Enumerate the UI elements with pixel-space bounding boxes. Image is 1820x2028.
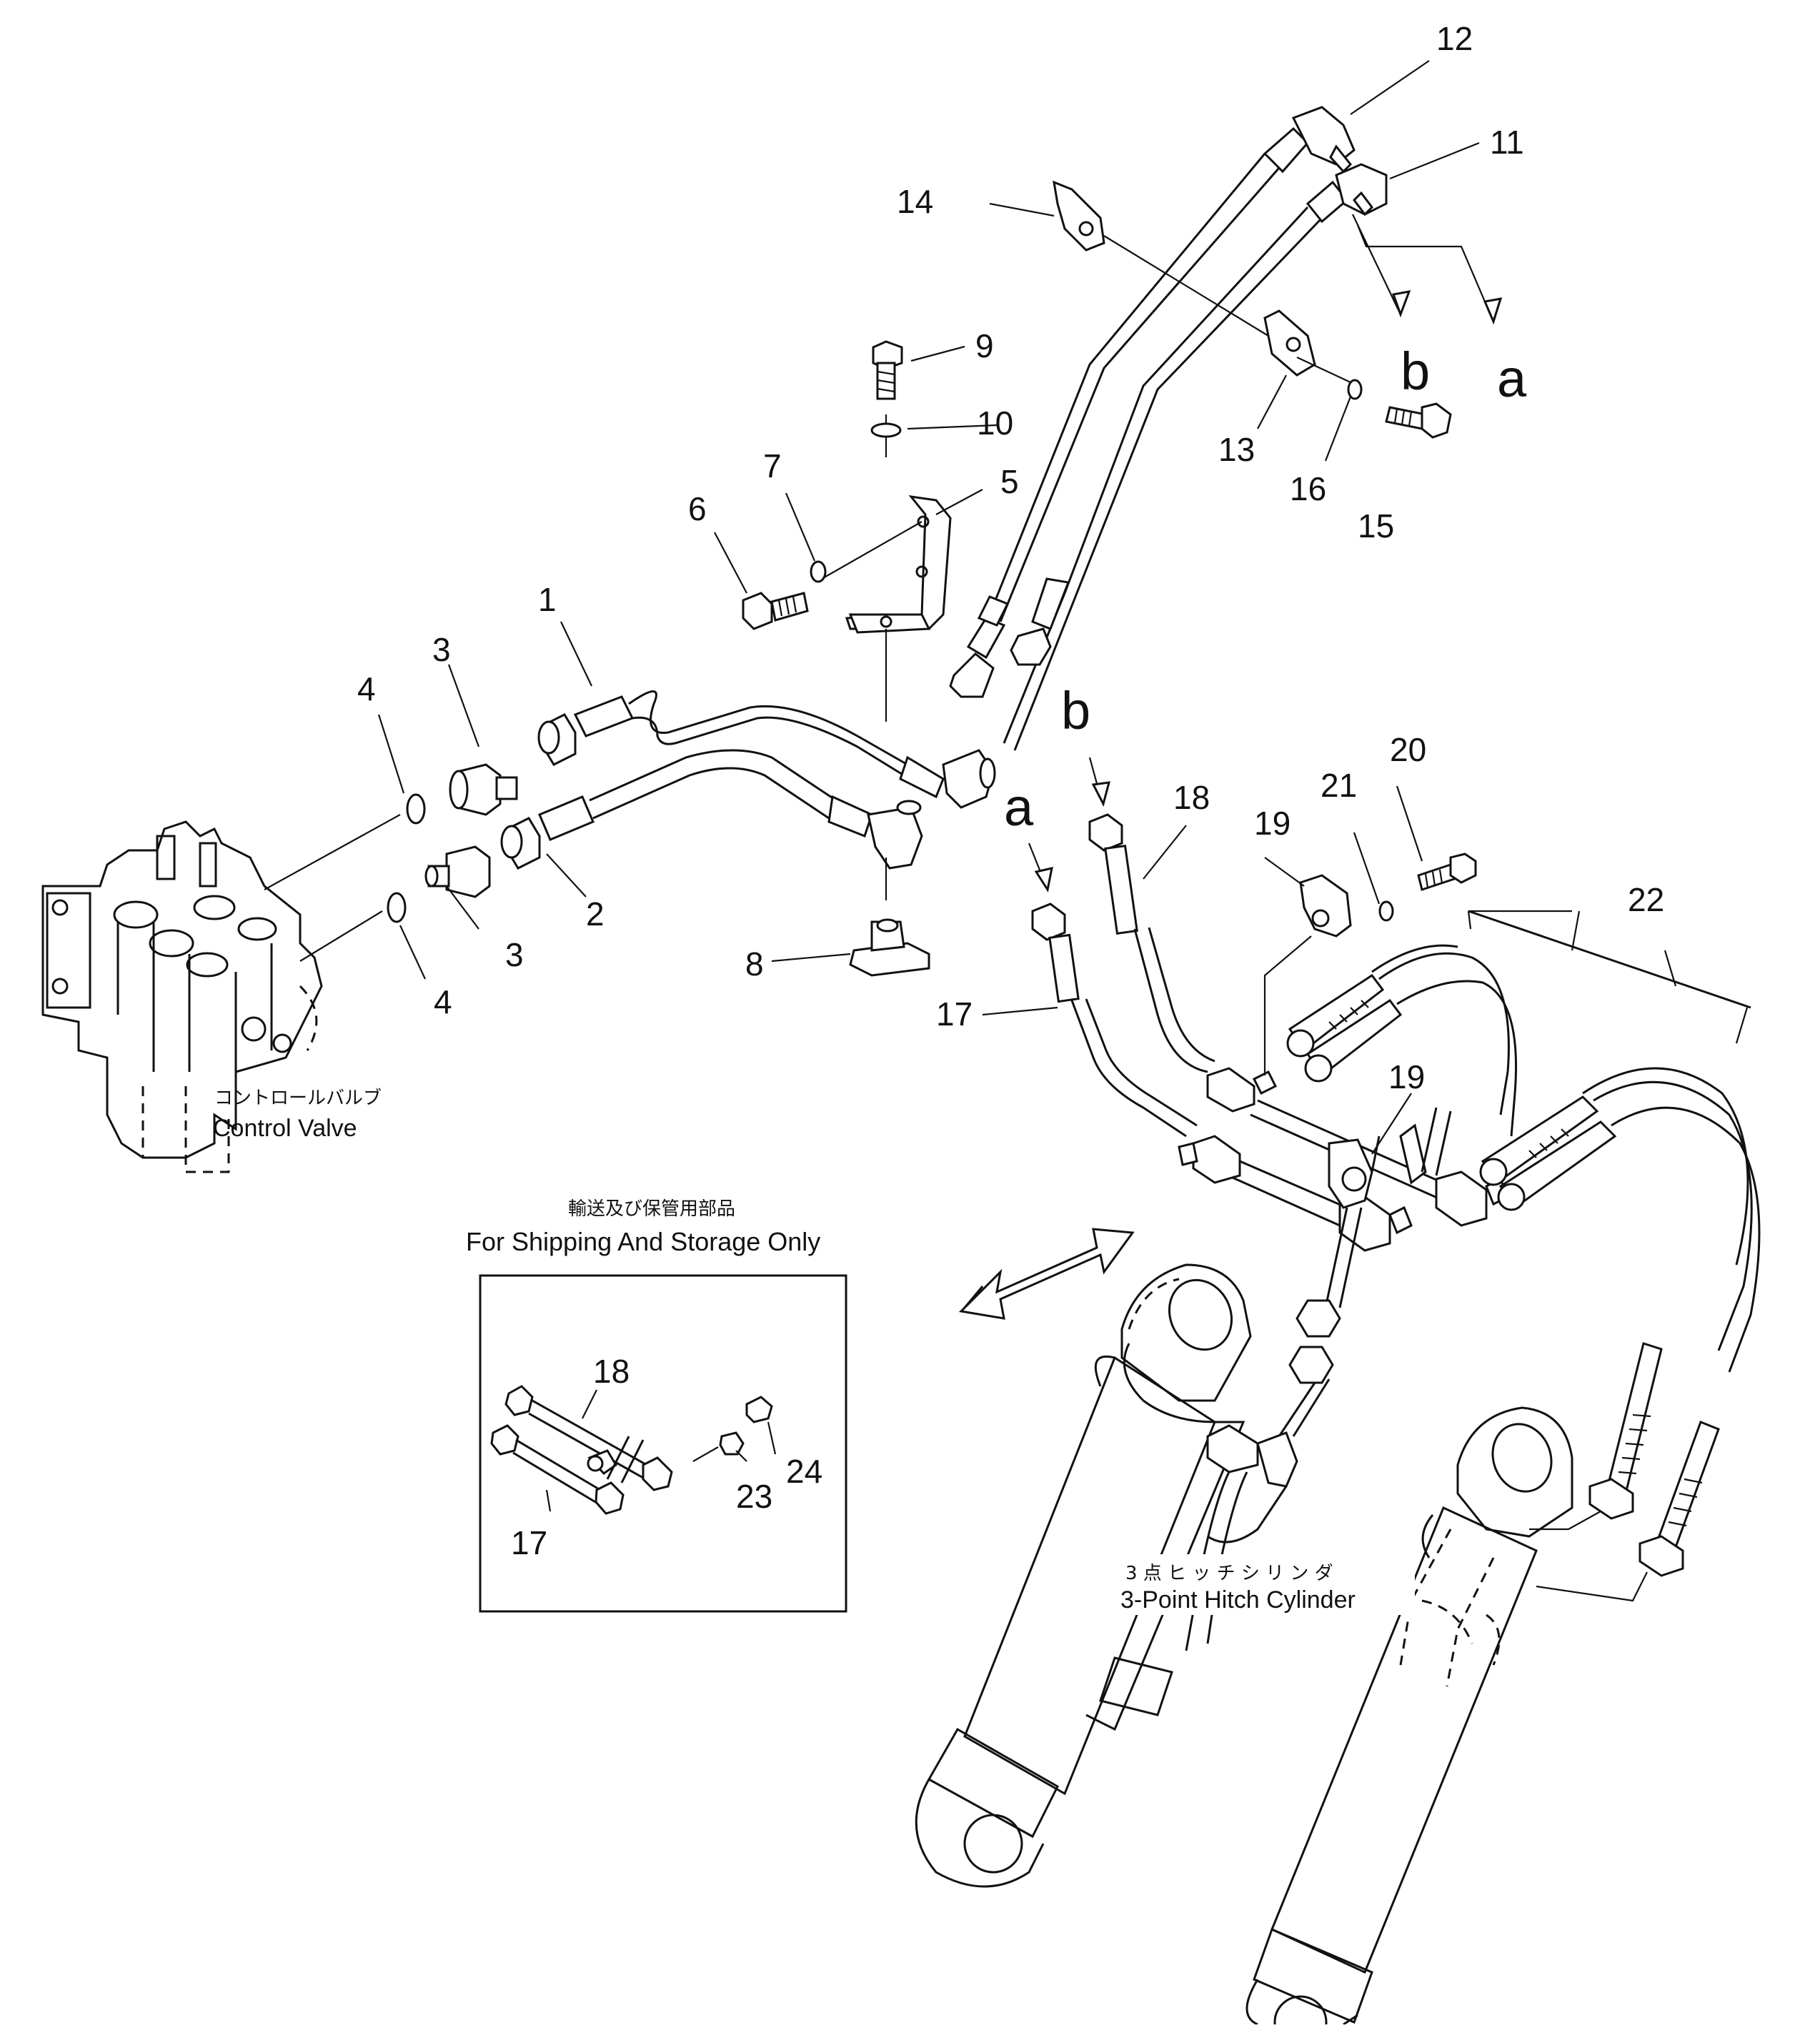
hose-1 (537, 690, 908, 777)
hose-17 (1031, 903, 1198, 1138)
callout-18-inset: 18 (593, 1353, 630, 1390)
callout-5: 5 (1000, 463, 1019, 500)
hitch-cylinder-en-label: 3-Point Hitch Cylinder (1120, 1586, 1356, 1614)
bolt-20 (1417, 853, 1477, 891)
callout-4-lower: 4 (434, 983, 452, 1020)
callout-22: 22 (1628, 881, 1664, 918)
callout-24: 24 (786, 1453, 822, 1490)
hose-18 (1088, 813, 1215, 1073)
washer-7 (810, 560, 827, 583)
o-ring-lower (387, 892, 407, 923)
callout-10: 10 (977, 404, 1013, 442)
letter-a-mid: a (1004, 777, 1034, 837)
bracket-5 (845, 494, 952, 634)
callout-3-upper: 3 (432, 631, 451, 668)
callout-15: 15 (1358, 507, 1394, 545)
washer-21 (1378, 900, 1394, 922)
hose-2 (500, 749, 837, 870)
callout-1: 1 (538, 581, 557, 618)
control-valve-en-label: Control Valve (213, 1115, 357, 1142)
callout-9: 9 (975, 327, 994, 364)
leader-lines (377, 60, 1480, 1155)
double-arrow (958, 1228, 1135, 1320)
hitch-cylinder-label: 3 点 ヒ ッ チ シ リ ン ダ 3-Point Hitch Cylinder (1120, 1554, 1415, 1615)
washer-10 (870, 422, 902, 438)
hitch-cylinder-left (915, 1263, 1252, 1888)
control-valve: コントロールバルブ Control Valve (41, 820, 382, 1173)
callout-17: 17 (936, 995, 973, 1033)
hitch-cylinder-jp-label: 3 点 ヒ ッ チ シ リ ン ダ (1125, 1563, 1333, 1584)
elbow-fitting-lower (827, 795, 923, 870)
letter-b-mid: b (1061, 681, 1090, 740)
callout-3-lower: 3 (505, 936, 524, 973)
clamp-13 (1263, 309, 1351, 383)
bolt-9 (872, 340, 903, 400)
callout-20: 20 (1390, 731, 1426, 768)
connection-arrows-top (1352, 214, 1503, 325)
connection-arrows-mid (1028, 757, 1111, 893)
adapter-lower (424, 845, 491, 898)
callout-8: 8 (745, 945, 764, 983)
callout-18: 18 (1173, 779, 1210, 816)
manifold-block (1178, 1067, 1509, 1308)
tube-to-11 (1003, 163, 1388, 751)
callout-14: 14 (897, 183, 933, 220)
callout-12: 12 (1436, 20, 1473, 57)
bolt-6 (742, 592, 809, 630)
callout-23: 23 (736, 1478, 772, 1515)
inset-title-jp: 輸送及び保管用部品 (568, 1198, 735, 1220)
callout-4-upper: 4 (357, 670, 376, 707)
letter-a-top: a (1497, 349, 1527, 408)
callout-2: 2 (586, 895, 605, 933)
connection-letters: a b a b (1004, 342, 1527, 837)
control-valve-jp-label: コントロールバルブ (214, 1088, 382, 1109)
callout-19-lower: 19 (1388, 1058, 1425, 1095)
callout-6: 6 (688, 490, 707, 527)
tube-to-12 (949, 106, 1356, 698)
callout-16: 16 (1290, 470, 1326, 507)
adapter-upper (449, 763, 518, 816)
elbow-fitting-upper (899, 749, 996, 809)
callout-19-upper: 19 (1254, 805, 1291, 842)
o-ring-upper (406, 793, 426, 825)
clamp-14 (1053, 180, 1105, 252)
clamp-19 (1263, 874, 1352, 1075)
washer-16 (1347, 379, 1363, 400)
clamp-8 (849, 918, 930, 977)
hose-assembly-22 (1286, 910, 1761, 1602)
letter-b-top: b (1401, 342, 1430, 401)
cylinder-fittings-left (1185, 1299, 1341, 1651)
hitch-cylinder-right (1245, 1406, 1573, 2028)
bolt-15 (1385, 402, 1452, 439)
shipping-inset: 輸送及び保管用部品 For Shipping And Storage Only (466, 1198, 847, 1613)
callout-numbers: 1 2 3 3 4 4 5 6 7 8 9 10 11 12 13 14 15 … (357, 20, 1664, 1561)
inset-title-en: For Shipping And Storage Only (466, 1227, 820, 1256)
callout-7: 7 (763, 447, 782, 484)
callout-21: 21 (1321, 767, 1357, 804)
callout-11: 11 (1490, 124, 1524, 161)
callout-13: 13 (1218, 431, 1255, 468)
callout-17-inset: 17 (511, 1524, 547, 1561)
